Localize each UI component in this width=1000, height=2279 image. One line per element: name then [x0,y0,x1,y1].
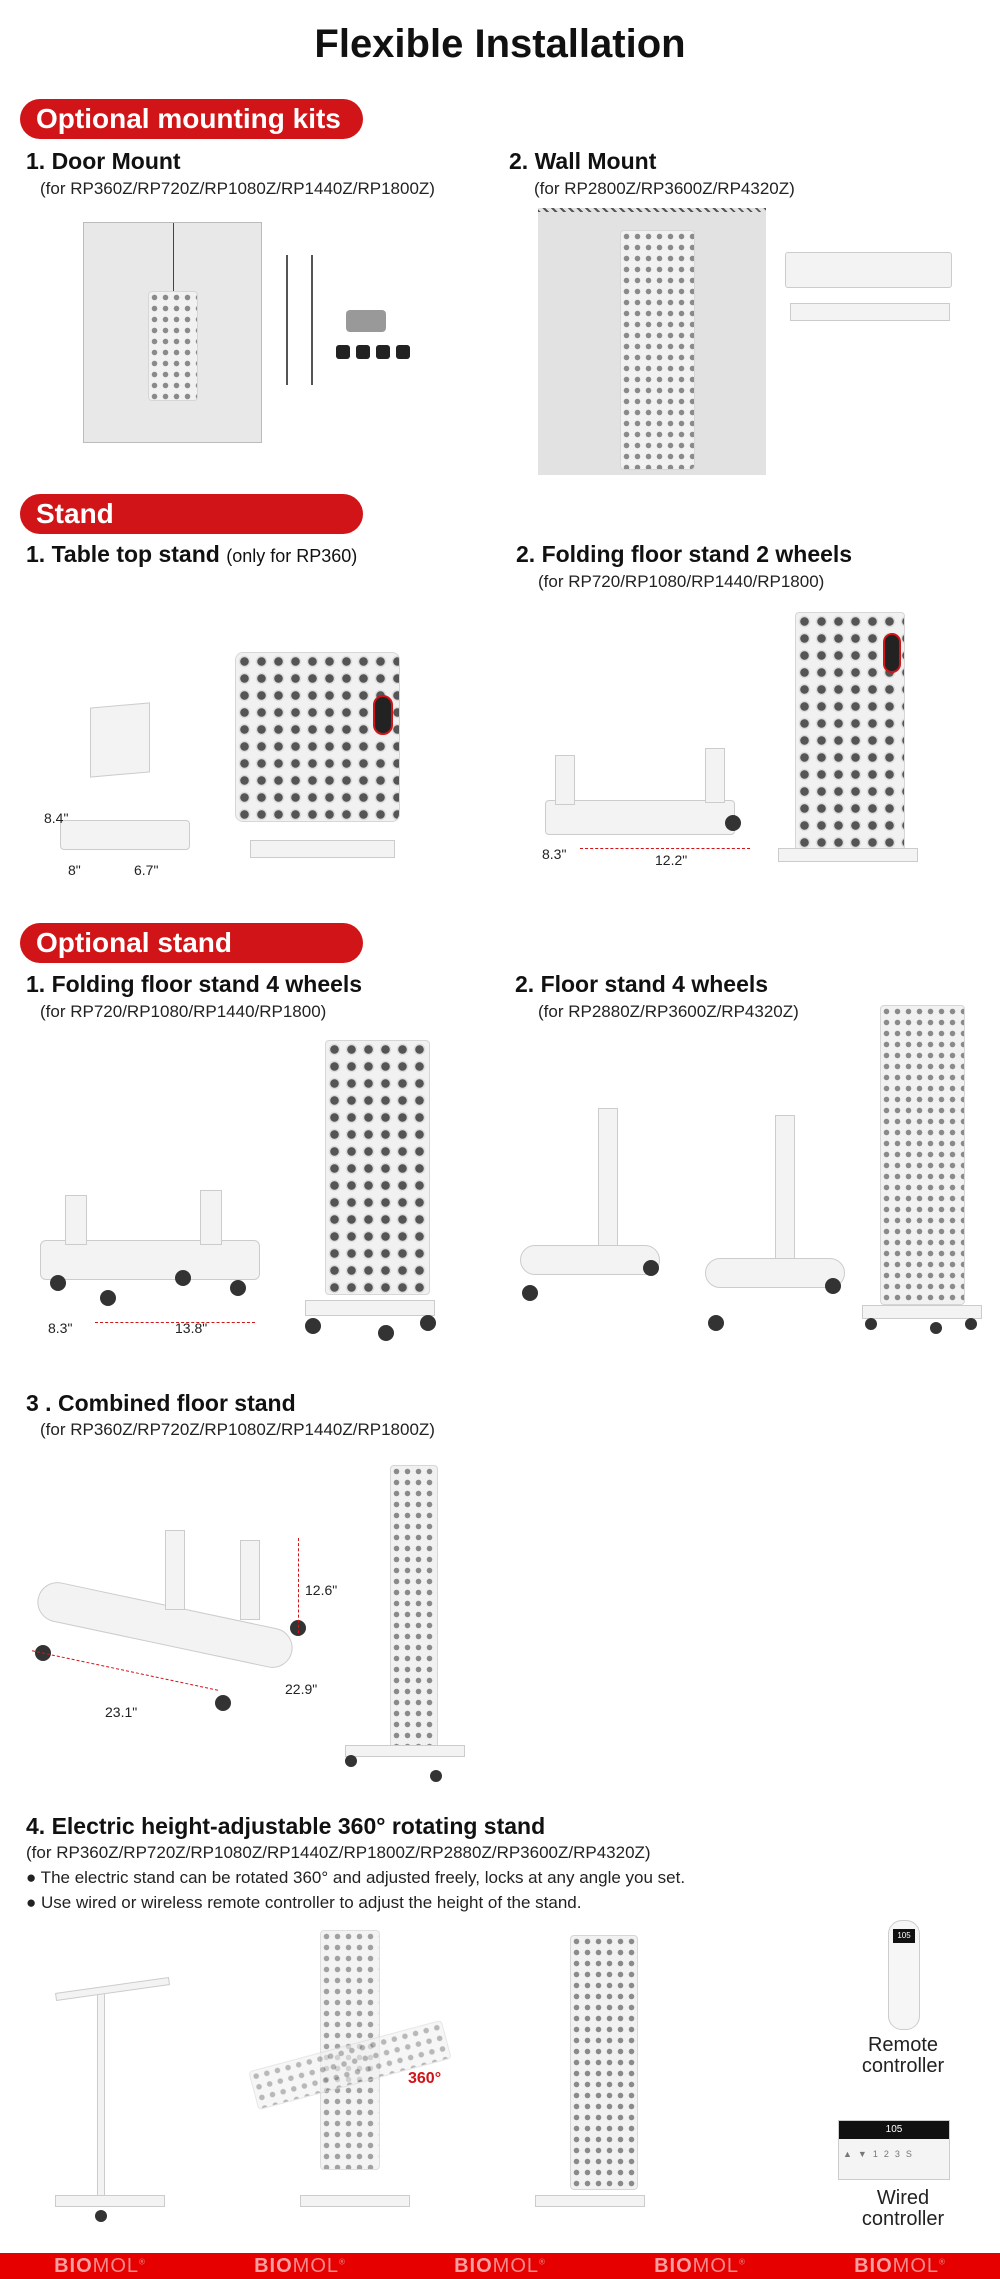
brand-logo: BIOMOL® [654,2254,746,2277]
page-title: Flexible Installation [314,22,686,66]
section-stand: Stand [20,494,363,534]
dim-label: 8" [68,862,81,878]
wall-mount-title: 2. Wall Mount [509,148,657,174]
dim-label: 22.9" [285,1681,318,1697]
wired-key[interactable]: 2 [883,2149,889,2159]
dim-label: 13.8" [175,1320,208,1336]
wired-key[interactable]: ▼ [857,2149,867,2159]
folding-4-wheels-models: (for RP720/RP1080/RP1440/RP1800) [40,1002,327,1021]
folding-4-wheels-title: 1. Folding floor stand 4 wheels [26,971,363,997]
dim-label: 23.1" [105,1704,138,1720]
electric-panel-image [570,1935,638,2190]
door-mount-title: 1. Door Mount [26,148,181,174]
folding-2-wheels-title: 2. Folding floor stand 2 wheels [516,541,853,567]
combined-floor-stand-models: (for RP360Z/RP720Z/RP1080Z/RP1440Z/RP180… [40,1420,435,1439]
rp1440-panel-image [325,1040,430,1295]
wired-key[interactable]: 3 [894,2149,900,2159]
rotation-label: 360° [408,2070,442,2087]
wall-mount-image [538,208,766,475]
electric-stand-models: (for RP360Z/RP720Z/RP1080Z/RP1440Z/RP180… [26,1843,651,1862]
rp4320-panel-image [880,1005,965,1305]
remote-controller-label: Remote controller [861,2034,945,2077]
electric-stand-title: 4. Electric height-adjustable 360° rotat… [26,1813,546,1839]
door-mount-image [83,222,262,443]
brand-logo: BIOMOL® [854,2254,946,2277]
brand-logo: BIOMOL® [454,2254,546,2277]
rp360-panel-image [235,652,400,822]
dim-label: 12.2" [655,852,688,868]
folding-4-wheels-stand-image [40,1240,260,1280]
wired-key[interactable]: 1 [872,2149,878,2159]
floor-4-wheels-title: 2. Floor stand 4 wheels [515,971,769,997]
footer-brand-bar: BIOMOL® BIOMOL® BIOMOL® BIOMOL® BIOMOL® [0,2253,1000,2279]
wall-bracket-side-image [790,303,950,321]
combined-panels-image [390,1465,438,1750]
dim-label: 8.3" [48,1320,73,1336]
brand-logo: BIOMOL® [54,2254,146,2277]
door-mount-accessories [276,255,443,410]
wired-key[interactable]: S [905,2149,912,2159]
wall-mount-models: (for RP2800Z/RP3600Z/RP4320Z) [534,179,795,198]
dim-label: 12.6" [305,1582,338,1598]
remote-display: 105 [893,1929,915,1943]
floor-stand-leg-image [775,1115,795,1265]
light-panel [148,291,198,401]
dim-label: 8.3" [542,846,567,862]
table-top-stand-title: 1. Table top stand (only for RP360) [26,541,357,568]
rp1080-panel-image [795,612,905,857]
door-mount-models: (for RP360Z/RP720Z/RP1080Z/RP1440Z/RP180… [40,179,435,198]
wired-display: 105 [839,2121,949,2139]
title-text: 1. Table top stand [26,541,220,567]
note-text: (only for RP360) [226,546,358,566]
wired-controller-label: Wired controller [861,2187,945,2230]
wall-bracket-image [785,252,952,288]
floor-stand-leg-image [598,1108,618,1258]
section-mounting-kits: Optional mounting kits [20,99,363,139]
combined-floor-stand-title: 3 . Combined floor stand [26,1390,296,1416]
electric-bullet-1: ● The electric stand can be rotated 360°… [26,1868,686,1887]
section-optional-stand: Optional stand [20,923,363,963]
brand-logo: BIOMOL® [254,2254,346,2277]
electric-bullet-2: ● Use wired or wireless remote controlle… [26,1893,582,1912]
folding-2-wheels-models: (for RP720/RP1080/RP1440/RP1800) [538,572,825,591]
electric-stand-image [97,1990,105,2200]
table-stand-image [90,702,150,778]
dim-label: 6.7" [134,862,159,878]
wired-key[interactable]: ▲ [843,2149,852,2159]
floor-4-wheels-models: (for RP2880Z/RP3600Z/RP4320Z) [538,1002,799,1021]
folding-2-wheels-stand-image [545,800,735,835]
light-panel [620,230,695,470]
remote-controller-image: 105 [888,1920,920,2030]
wired-controller-image: 105 ▲ ▼ 1 2 3 S [838,2120,950,2180]
dim-label: 8.4" [44,810,69,826]
